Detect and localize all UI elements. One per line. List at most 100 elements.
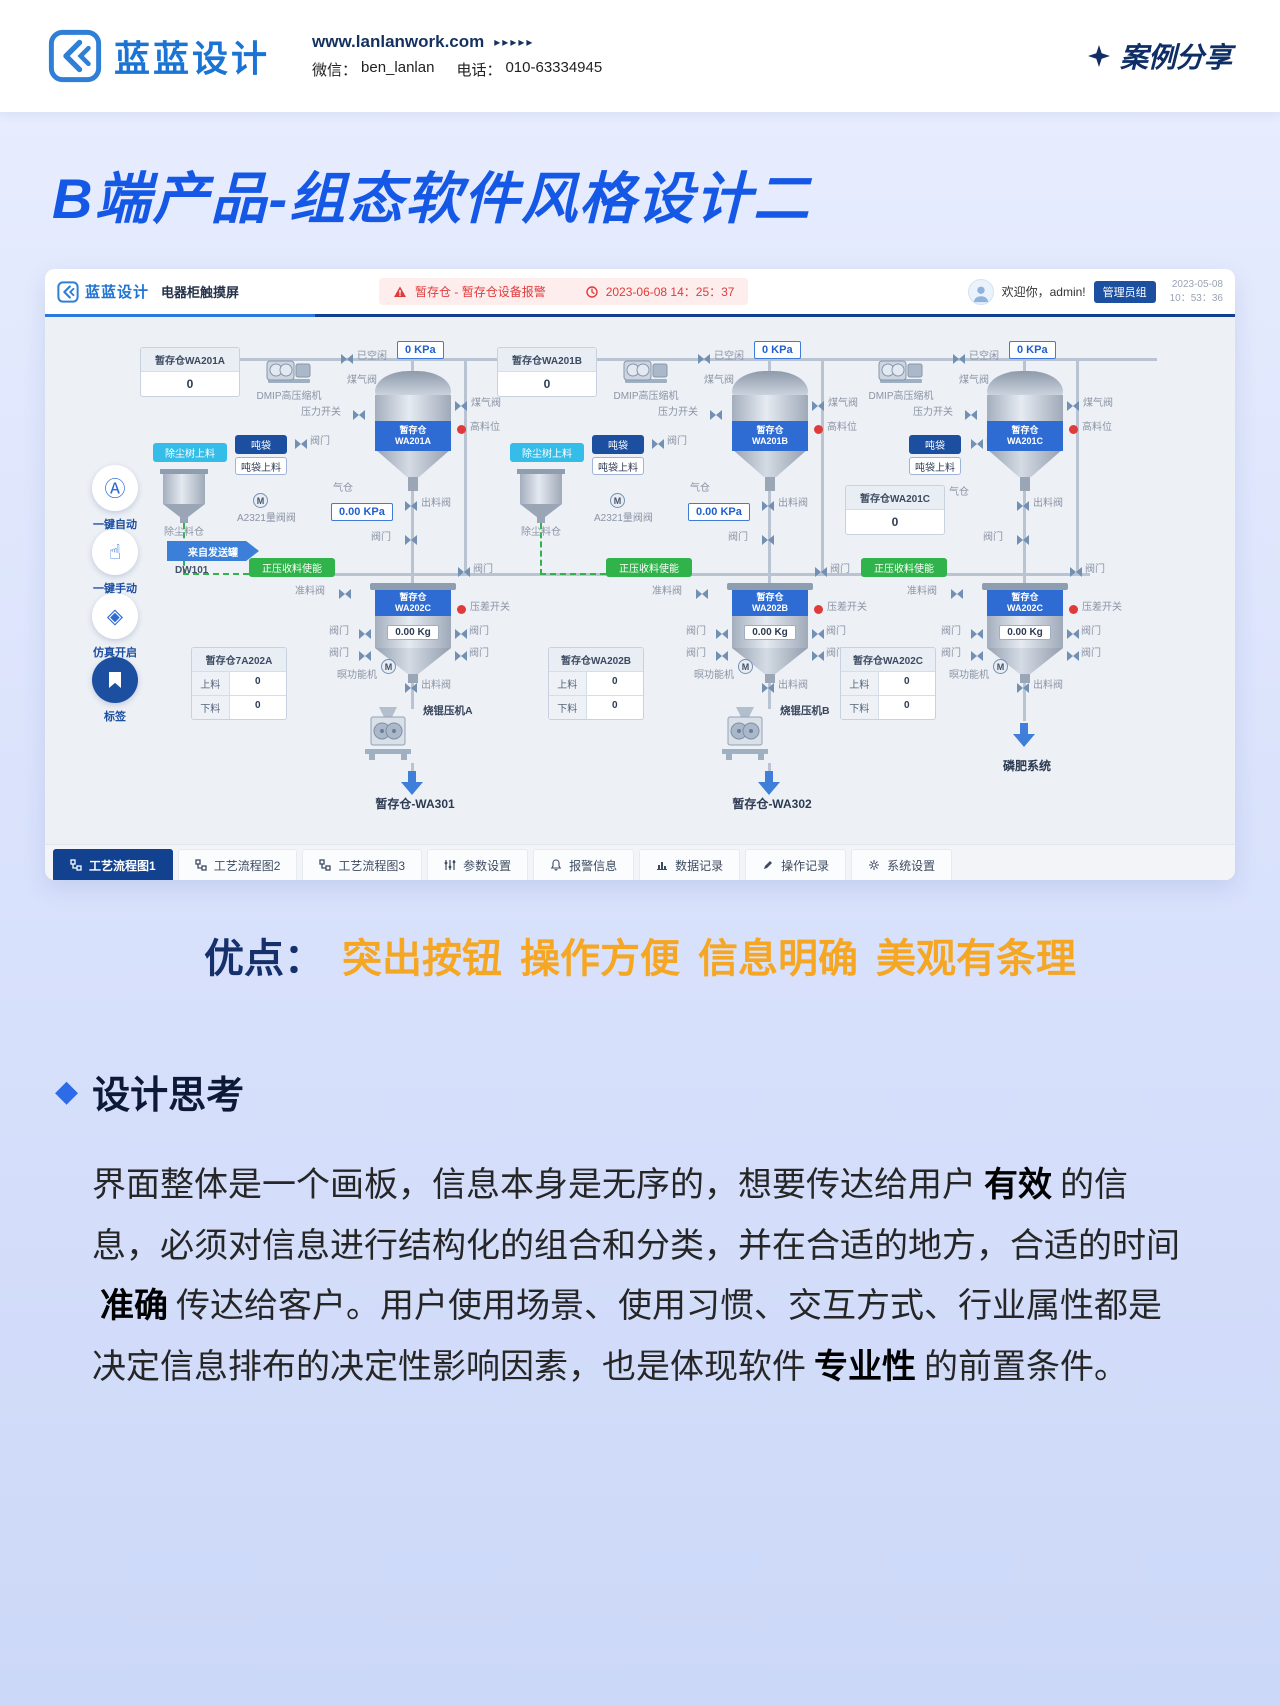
valve-label: 阀门 bbox=[1081, 648, 1101, 659]
tab-flow-2[interactable]: 工艺流程图2 bbox=[177, 849, 298, 880]
valve-icon[interactable] bbox=[1070, 567, 1082, 577]
case-share: 案例分享 bbox=[1087, 36, 1232, 76]
silo-id: WA201C bbox=[1006, 436, 1043, 446]
motor-label: 暝功能机 bbox=[337, 670, 377, 681]
air-bin-label: 气仓 bbox=[949, 487, 969, 498]
motor-icon: M bbox=[610, 493, 625, 508]
valve-label: 阀门 bbox=[686, 626, 706, 637]
valve-icon[interactable] bbox=[716, 629, 728, 639]
ton-bag-feed-button[interactable]: 吨袋上料 bbox=[909, 457, 961, 475]
valve-icon[interactable] bbox=[455, 401, 467, 411]
valve-icon[interactable] bbox=[341, 354, 353, 364]
valve-icon[interactable] bbox=[696, 589, 708, 599]
tab-data-log[interactable]: 数据记录 bbox=[639, 849, 741, 880]
valve-label: 阀门 bbox=[1085, 564, 1105, 575]
valve-icon[interactable] bbox=[812, 651, 824, 661]
valve-icon[interactable] bbox=[716, 651, 728, 661]
valve-icon[interactable] bbox=[1067, 651, 1079, 661]
valve-icon[interactable] bbox=[455, 651, 467, 661]
valve-icon[interactable] bbox=[698, 354, 710, 364]
hopper-outlet bbox=[408, 674, 418, 683]
tab-flow-3[interactable]: 工艺流程图3 bbox=[302, 849, 423, 880]
positive-pressure-button[interactable]: 正压收料使能 bbox=[861, 558, 947, 577]
valve-icon[interactable] bbox=[815, 567, 827, 577]
valve-icon[interactable] bbox=[353, 410, 365, 420]
valve-icon[interactable] bbox=[1017, 501, 1029, 511]
bookmark-button[interactable]: 标签 bbox=[67, 657, 163, 724]
dust-feed-button[interactable]: 除尘树上料 bbox=[510, 443, 584, 462]
dust-feed-button[interactable]: 除尘树上料 bbox=[153, 443, 227, 462]
ton-bag-feed-button[interactable]: 吨袋上料 bbox=[592, 457, 644, 475]
valve-icon[interactable] bbox=[965, 410, 977, 420]
out-valve-label: 出料阀 bbox=[778, 498, 808, 509]
valve-icon[interactable] bbox=[1017, 535, 1029, 545]
valve-icon[interactable] bbox=[953, 354, 965, 364]
icon-glyph: Ⓐ bbox=[104, 478, 126, 501]
auto-mode-button[interactable]: Ⓐ 一键自动 bbox=[67, 465, 163, 532]
valve-icon[interactable] bbox=[812, 401, 824, 411]
tab-operation-log[interactable]: 操作记录 bbox=[745, 849, 847, 880]
valve-icon[interactable] bbox=[971, 651, 983, 661]
valve-icon[interactable] bbox=[359, 651, 371, 661]
simulation-button[interactable]: ◈ 仿真开启 bbox=[67, 593, 163, 660]
ton-bag-button[interactable]: 吨袋 bbox=[592, 435, 644, 454]
valve-label: 阀门 bbox=[371, 532, 391, 543]
valve-label: 阀门 bbox=[469, 626, 489, 637]
valve-icon[interactable] bbox=[458, 567, 470, 577]
valve-icon[interactable] bbox=[455, 629, 467, 639]
valve-label: 阀门 bbox=[1081, 626, 1101, 637]
valve-icon[interactable] bbox=[812, 629, 824, 639]
valve-icon[interactable] bbox=[405, 501, 417, 511]
valve-icon[interactable] bbox=[762, 683, 774, 693]
tab-flow-1[interactable]: 工艺流程图1 bbox=[53, 849, 173, 880]
positive-pressure-button[interactable]: 正压收料使能 bbox=[249, 558, 335, 577]
valve-icon[interactable] bbox=[1017, 683, 1029, 693]
ton-bag-button[interactable]: 吨袋 bbox=[235, 435, 287, 454]
positive-pressure-button[interactable]: 正压收料使能 bbox=[606, 558, 692, 577]
dust-line bbox=[183, 573, 249, 575]
silo-outlet bbox=[765, 477, 775, 491]
valve-icon[interactable] bbox=[405, 535, 417, 545]
valve-label: 阀门 bbox=[826, 626, 846, 637]
from-tank-button[interactable]: 来自发送罐 bbox=[167, 541, 259, 561]
valve-icon[interactable] bbox=[359, 629, 371, 639]
valve-icon[interactable] bbox=[971, 629, 983, 639]
valve-icon[interactable] bbox=[971, 439, 983, 449]
alarm-banner[interactable]: 暂存仓 - 暂存仓设备报警 2023-06-08 14：25：37 bbox=[379, 278, 749, 305]
valve-icon[interactable] bbox=[1067, 401, 1079, 411]
tab-system-settings[interactable]: 系统设置 bbox=[851, 849, 953, 880]
valve-icon[interactable] bbox=[652, 439, 664, 449]
silo-outlet bbox=[408, 477, 418, 491]
ton-bag-feed-button[interactable]: 吨袋上料 bbox=[235, 457, 287, 475]
ton-bag-button[interactable]: 吨袋 bbox=[909, 435, 961, 454]
silo-name: 暂存仓 bbox=[756, 424, 784, 435]
valve-icon[interactable] bbox=[762, 501, 774, 511]
valve-label: 阀门 bbox=[830, 564, 850, 575]
valve-icon[interactable] bbox=[762, 535, 774, 545]
valve-icon[interactable] bbox=[951, 589, 963, 599]
website-url: www.lanlanwork.com bbox=[312, 32, 485, 51]
scada-app-title: 电器柜触摸屏 bbox=[161, 285, 240, 300]
out-valve-label: 出料阀 bbox=[1033, 680, 1063, 691]
press-label: 烧锟压机B bbox=[780, 705, 830, 717]
valve-icon[interactable] bbox=[710, 410, 722, 420]
silo-id: WA201A bbox=[394, 436, 431, 446]
role-badge[interactable]: 管理员组 bbox=[1093, 280, 1156, 303]
valve-label: 阀门 bbox=[941, 648, 961, 659]
bell-icon bbox=[550, 859, 562, 871]
dust-bin bbox=[160, 469, 208, 523]
valve-icon[interactable] bbox=[405, 683, 417, 693]
row-label: 下料 bbox=[549, 696, 587, 719]
advantage-item: 突出按钮 bbox=[342, 937, 502, 981]
valve-icon[interactable] bbox=[339, 589, 351, 599]
compressor-label: DMIP高压缩机 bbox=[613, 391, 679, 402]
valve-icon[interactable] bbox=[1067, 629, 1079, 639]
valve-icon[interactable] bbox=[295, 439, 307, 449]
tab-label: 报警信息 bbox=[569, 858, 618, 873]
manual-mode-button[interactable]: ☝ 一键手动 bbox=[67, 529, 163, 596]
tab-alarms[interactable]: 报警信息 bbox=[533, 849, 635, 880]
tab-parameters[interactable]: 参数设置 bbox=[427, 849, 529, 880]
